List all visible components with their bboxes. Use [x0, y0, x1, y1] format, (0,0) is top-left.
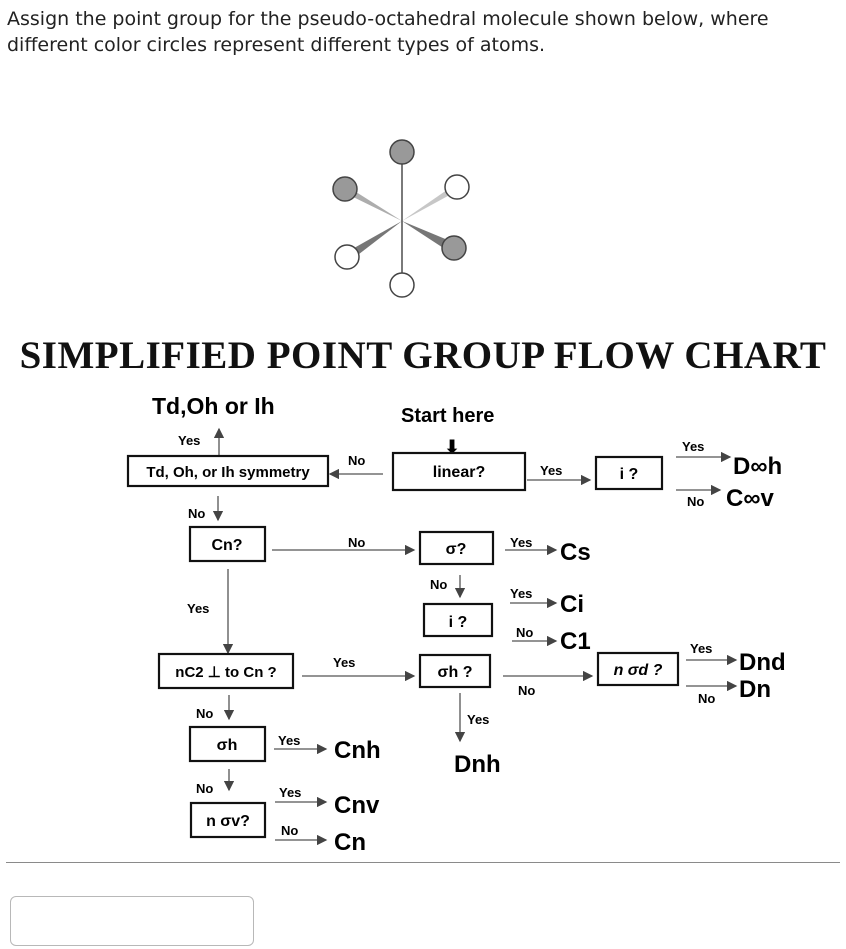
box-sigma-h [418, 653, 492, 689]
chart-title: SIMPLIFIED POINT GROUP FLOW CHART [19, 334, 827, 377]
label-yes-cn: Yes [187, 601, 209, 616]
atom-lower-right [441, 235, 467, 261]
hashed-bond-right [402, 183, 457, 221]
label-no-sigma: No [430, 577, 447, 592]
label-yes-nc2: Yes [333, 655, 355, 670]
atom-upper-right [444, 174, 470, 200]
label-yes-sigma-h2: Yes [278, 733, 300, 748]
box-n-sigma-d-text: n σd ? [614, 662, 663, 679]
box-i-text: i ? [449, 614, 468, 631]
box-i-linear-text: i ? [620, 466, 639, 483]
label-no-cn: No [348, 535, 365, 550]
label-no-i: No [516, 625, 533, 640]
box-cn-text: Cn? [211, 537, 242, 554]
atom-top [389, 139, 415, 165]
label-no-nsd: No [698, 691, 715, 706]
point-group-flowchart: Td,Oh or Ih Start here ⬇ Yes Td, Oh, or … [126, 393, 786, 856]
result-cs: Cs [560, 539, 591, 566]
result-dn: Dn [739, 676, 771, 703]
box-sigma-h2-text: σh [217, 737, 238, 754]
box-cn [188, 525, 267, 563]
label-no-nsv: No [281, 823, 298, 838]
label-yes-sigma: Yes [510, 535, 532, 550]
label-no-tdohih: No [188, 506, 205, 521]
box-i [422, 602, 494, 638]
box-nc2-text: nC2 ⊥ to Cn ? [175, 664, 276, 681]
question-text: Assign the point group for the pseudo-oc… [7, 8, 769, 56]
box-i-linear [594, 455, 664, 491]
label-yes-sigma-h: Yes [467, 712, 489, 727]
box-sigma-h2 [188, 725, 267, 763]
box-n-sigma-v [189, 801, 267, 839]
result-cn: Cn [334, 829, 366, 856]
box-sigma-h-text: σh ? [438, 664, 473, 681]
result-dnd: Dnd [739, 649, 786, 676]
box-sigma-text: σ? [446, 541, 467, 558]
box-sigma [418, 530, 495, 566]
result-cnh: Cnh [334, 737, 381, 764]
atom-lower-left [334, 244, 360, 270]
label-no-sigma-h: No [518, 683, 535, 698]
start-here-label: Start here [401, 405, 494, 427]
atom-upper-left [332, 176, 358, 202]
answer-input[interactable] [10, 896, 254, 946]
result-cnv: Cnv [334, 792, 380, 819]
wedge-bond-left [347, 221, 402, 261]
box-td-oh-ih-symmetry-text: Td, Oh, or Ih symmetry [146, 464, 310, 481]
box-linear [391, 451, 527, 492]
label-yes-nsd: Yes [690, 641, 712, 656]
hashed-bond-left [345, 185, 402, 221]
label-no-i-linear: No [687, 494, 704, 509]
pseudo-octahedral-molecule [332, 139, 470, 298]
box-nc2 [157, 652, 295, 690]
box-td-oh-ih-symmetry [126, 454, 330, 488]
result-ci: Ci [560, 591, 584, 618]
atom-bottom [389, 272, 415, 298]
label-yes-i-linear: Yes [682, 439, 704, 454]
box-linear-text: linear? [433, 464, 485, 481]
label-no-linear: No [348, 453, 365, 468]
box-n-sigma-v-text: n σv? [206, 813, 250, 830]
result-td-oh-ih: Td,Oh or Ih [152, 393, 275, 419]
result-dnh: Dnh [454, 751, 501, 778]
result-c1: C1 [560, 628, 591, 655]
result-cinfv: C∞v [726, 485, 774, 512]
label-yes-nsv: Yes [279, 785, 301, 800]
label-yes-up: Yes [178, 433, 200, 448]
label-no-sigma-h2: No [196, 781, 213, 796]
result-dinfh: D∞h [733, 453, 782, 480]
box-n-sigma-d [596, 651, 680, 687]
label-no-nc2: No [196, 706, 213, 721]
divider [6, 862, 840, 863]
label-yes-i: Yes [510, 586, 532, 601]
label-yes-linear: Yes [540, 463, 562, 478]
